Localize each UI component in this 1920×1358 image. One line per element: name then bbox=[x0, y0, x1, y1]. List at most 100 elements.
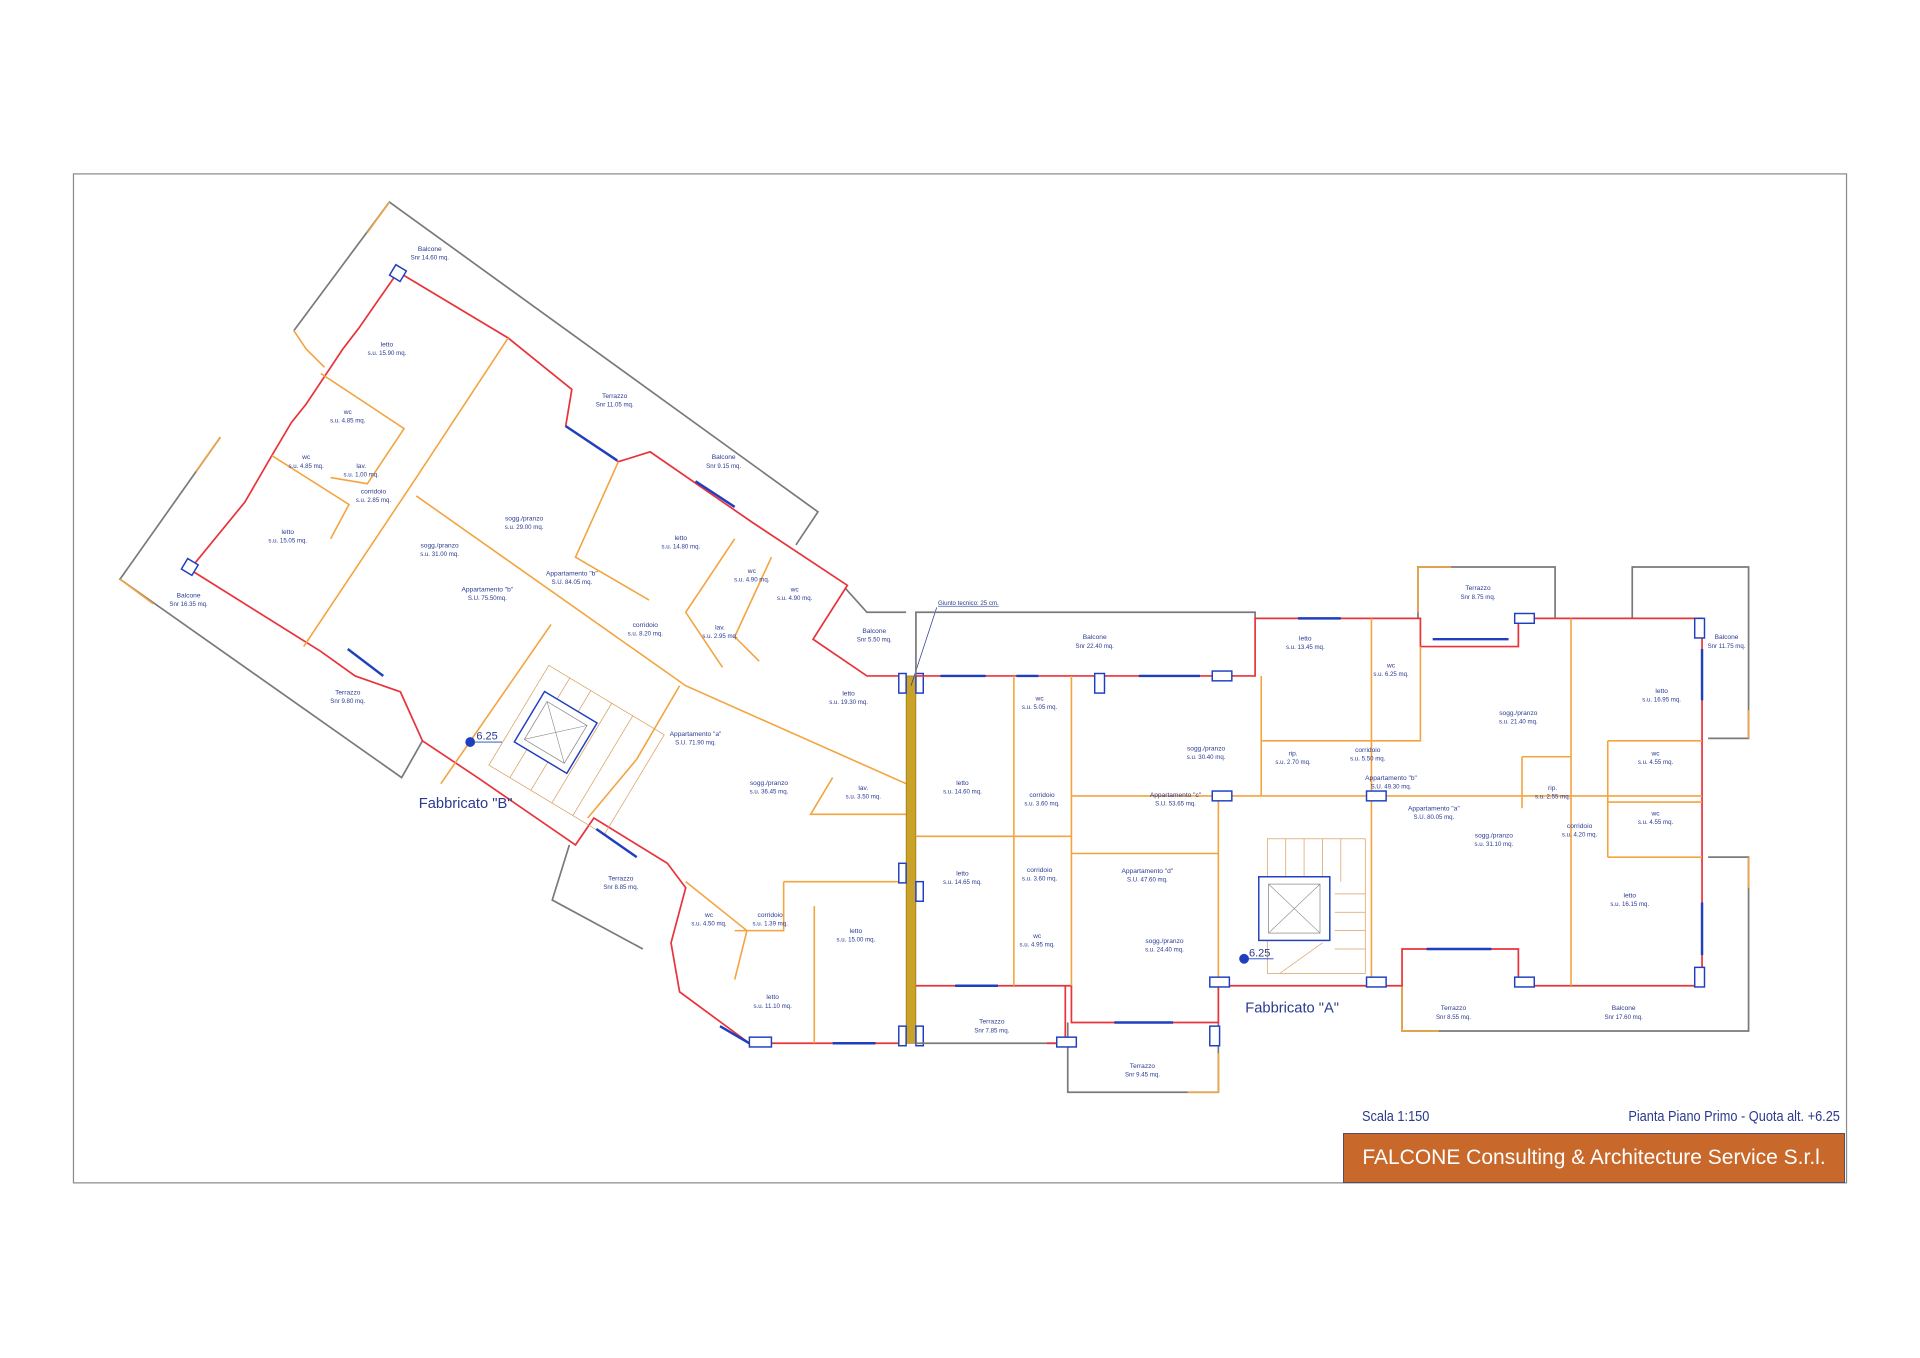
room-area: s.u. 4.85 mq. bbox=[330, 417, 366, 424]
room-area: s.u. 2.55 mq. bbox=[1535, 793, 1571, 800]
room-name: Balcone bbox=[1083, 634, 1107, 641]
room-label: Appartamento "d" S.U. 47.60 mq. bbox=[1121, 868, 1173, 884]
room-area: Snr 8.55 mq. bbox=[1436, 1014, 1471, 1021]
room-area: s.u. 15.05 mq. bbox=[268, 537, 307, 544]
room-label: Appartamento "a"S.U. 71.90 mq. bbox=[670, 731, 722, 747]
room-area: s.u. 2.95 mq. bbox=[702, 633, 738, 640]
room-label: lav.s.u. 1.00 mq. bbox=[344, 463, 380, 479]
building-a-stair bbox=[1258, 838, 1366, 974]
level-marker-b: 6.25 bbox=[465, 731, 503, 747]
room-area: S.U. 47.60 mq. bbox=[1127, 877, 1168, 884]
room-area: s.u. 4.20 mq. bbox=[1562, 831, 1598, 838]
room-label: Appartamento "b" S.U. 49.30 mq. bbox=[1365, 775, 1417, 791]
room-name: rip. bbox=[1288, 751, 1297, 758]
room-area: s.u. 21.40 mq. bbox=[1499, 719, 1538, 726]
room-area: s.u. 15.90 mq. bbox=[368, 350, 407, 357]
building-b-label: Fabbricato "B" bbox=[419, 796, 513, 812]
room-area: S.U. 84.05 mq. bbox=[551, 579, 592, 586]
room-area: s.u. 5.05 mq. bbox=[1022, 704, 1058, 711]
room-label: lav.s.u. 3.50 mq. bbox=[846, 785, 882, 801]
room-area: s.u. 29.00 mq. bbox=[505, 524, 544, 531]
room-name: wc bbox=[1032, 933, 1042, 940]
room-name: letto bbox=[842, 691, 855, 698]
room-area: s.u. 4.90 mq. bbox=[777, 595, 813, 602]
room-name: Terrazzo bbox=[979, 1019, 1005, 1026]
room-name: wc bbox=[343, 409, 353, 416]
drawing-frame bbox=[72, 173, 1848, 1184]
room-area: s.u. 2.70 mq. bbox=[1275, 759, 1311, 766]
room-label: rip.s.u. 2.70 mq. bbox=[1275, 751, 1311, 767]
room-name: Appartamento "b" bbox=[546, 571, 598, 578]
room-area: Snr 8.85 mq. bbox=[603, 884, 638, 891]
room-area: s.u. 16.95 mq. bbox=[1642, 697, 1681, 704]
room-name: corridoio bbox=[361, 488, 387, 495]
room-label: Appartamento "b"S.U. 84.05 mq. bbox=[546, 571, 598, 587]
room-area: S.U. 80.05 mq. bbox=[1414, 814, 1455, 821]
room-area: s.u. 1.00 mq. bbox=[344, 471, 380, 478]
room-name: Appartamento "b" bbox=[461, 586, 513, 593]
room-area: s.u. 24.40 mq. bbox=[1145, 946, 1184, 953]
room-name: corridoio bbox=[1567, 823, 1593, 830]
building-a-windows bbox=[940, 612, 1706, 1048]
level-value-a: 6.25 bbox=[1249, 947, 1270, 959]
technical-joint-label: Giunto tecnico: 25 cm. bbox=[938, 600, 999, 607]
room-name: Appartamento "d" bbox=[1121, 868, 1173, 875]
room-name: sogg./pranzo bbox=[420, 542, 459, 549]
room-name: letto bbox=[850, 928, 863, 935]
room-name: Balcone bbox=[712, 454, 736, 461]
room-name: corridoio bbox=[1027, 867, 1053, 874]
technical-joint bbox=[898, 607, 938, 1047]
room-name: lav. bbox=[858, 785, 868, 792]
room-name: sogg./pranzo bbox=[1475, 833, 1514, 840]
room-name: Appartamento "c" bbox=[1150, 792, 1202, 799]
room-name: Balcone bbox=[418, 246, 442, 253]
room-name: wc bbox=[747, 568, 757, 575]
room-name: sogg./pranzo bbox=[1499, 710, 1538, 717]
room-area: s.u. 14.80 mq. bbox=[661, 544, 700, 551]
room-name: letto bbox=[1624, 893, 1637, 900]
room-area: s.u. 16.15 mq. bbox=[1610, 901, 1649, 908]
room-label: wc s.u. 4.85 mq. bbox=[288, 454, 324, 470]
room-name: lav. bbox=[356, 463, 366, 470]
room-label: Appartamento "b"S.U. 75.50mq. bbox=[461, 586, 513, 602]
room-area: s.u. 31.00 mq. bbox=[420, 551, 459, 558]
room-name: letto bbox=[766, 994, 779, 1001]
company-title-bar: FALCONE Consulting & Architecture Servic… bbox=[1343, 1133, 1845, 1183]
room-label: rip.s.u. 2.55 mq. bbox=[1535, 785, 1571, 801]
room-area: s.u. 4.50 mq. bbox=[691, 921, 727, 928]
room-area: Snr 5.50 mq. bbox=[857, 637, 892, 644]
room-area: Snr 11.05 mq. bbox=[596, 402, 634, 409]
room-area: Snr 7.85 mq. bbox=[974, 1027, 1009, 1034]
room-name: letto bbox=[381, 342, 394, 349]
room-area: s.u. 8.20 mq. bbox=[628, 631, 664, 638]
room-name: Balcone bbox=[1612, 1005, 1636, 1012]
room-area: S.U. 53.65 mq. bbox=[1155, 801, 1196, 808]
room-name: Balcone bbox=[1715, 634, 1739, 641]
room-name: wc bbox=[301, 454, 311, 461]
room-name: Appartamento "b" bbox=[1365, 775, 1417, 782]
room-area: S.U. 49.30 mq. bbox=[1371, 784, 1412, 791]
room-area: s.u. 4.85 mq. bbox=[288, 463, 324, 470]
